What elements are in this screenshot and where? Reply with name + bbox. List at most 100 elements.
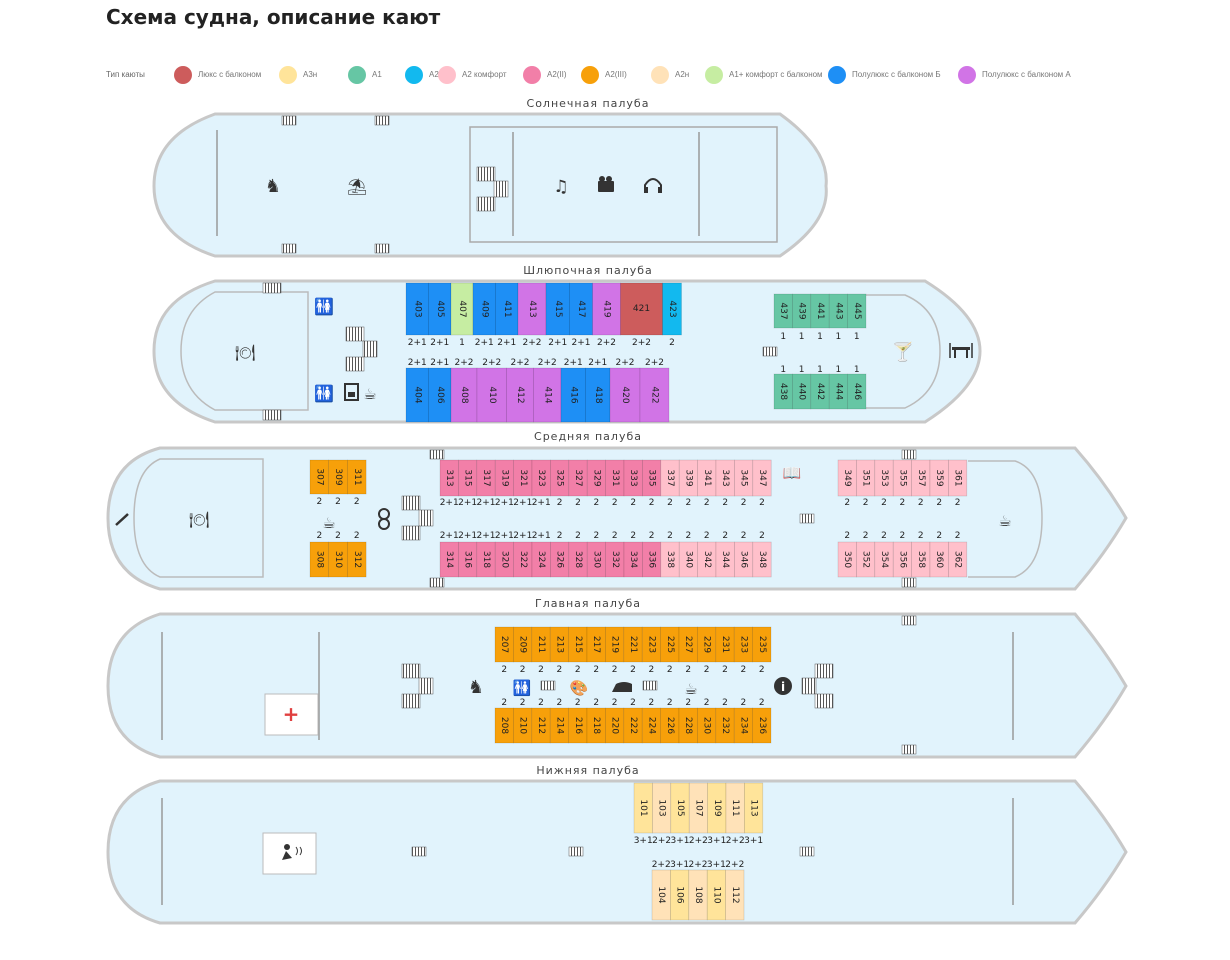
- cabin-number: 444: [833, 383, 843, 400]
- cabin-box: [948, 459, 968, 497]
- cabin-232[interactable]: 232 2: [715, 698, 735, 744]
- cabin-number: 332: [610, 551, 620, 568]
- cabin-number: 345: [739, 469, 749, 486]
- sauna-icon: [282, 844, 302, 860]
- cabin-number: 221: [628, 636, 638, 653]
- cabin-number: 232: [720, 717, 730, 734]
- cabin-number: 359: [934, 469, 944, 486]
- coffee-icon: ☕: [322, 514, 335, 532]
- cabin-capacity: 2+2: [725, 860, 744, 870]
- bar-hall: [866, 294, 941, 409]
- cabin-capacity: 2: [881, 531, 887, 541]
- cabin-number: 222: [628, 717, 638, 734]
- cabin-number: 348: [757, 551, 767, 568]
- legend-text: Полулюкс с балконом А: [982, 70, 1071, 79]
- library-book-icon: 📖: [783, 464, 802, 482]
- cabin-capacity: 2: [722, 698, 728, 708]
- cabin-number: 309: [333, 468, 343, 485]
